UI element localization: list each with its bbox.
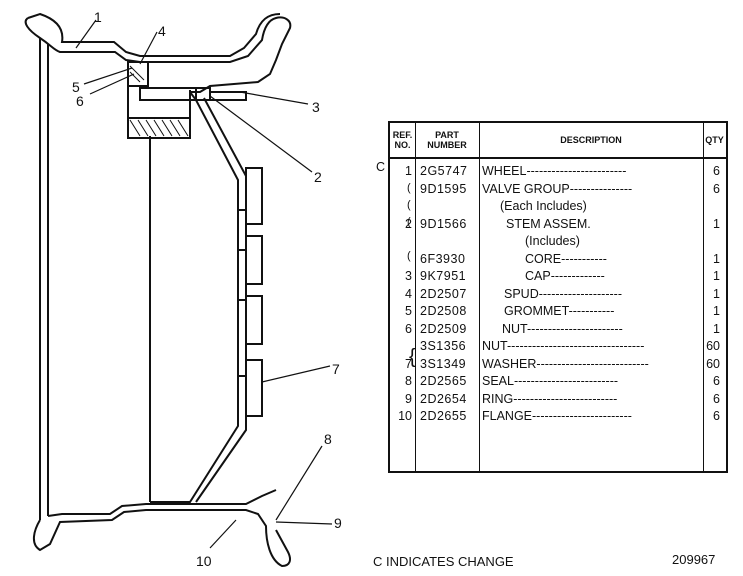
cell-part: 2G5747 bbox=[420, 164, 468, 178]
callout-1: 1 bbox=[94, 9, 102, 25]
change-indicator-c: C bbox=[376, 160, 386, 174]
cell-ref: 8 bbox=[405, 374, 412, 388]
cell-qty: 1 bbox=[713, 304, 720, 318]
callout-4: 4 bbox=[158, 23, 166, 39]
cell-part: 3S1349 bbox=[420, 356, 467, 371]
callout-5: 5 bbox=[72, 79, 80, 95]
cell-ref: 9 bbox=[405, 391, 412, 406]
callout-2: 2 bbox=[314, 169, 322, 185]
cell-desc: NUT----------------------- bbox=[502, 321, 623, 336]
cell-part: 2D2655 bbox=[420, 409, 467, 423]
cell-part: 9D1566 bbox=[420, 216, 467, 231]
cell-qty: 1 bbox=[713, 269, 720, 283]
table-row: 7 3S1349 WASHER---------------------------… bbox=[390, 356, 726, 374]
group-brace-2: (((( bbox=[407, 182, 411, 262]
cell-part: 6F3930 bbox=[420, 251, 466, 266]
table-row: 3S1356 NUT-------------------------------… bbox=[390, 338, 726, 356]
cell-desc: FLANGE------------------------ bbox=[482, 409, 632, 423]
header-ref-no: REF. NO. bbox=[390, 123, 415, 159]
cell-desc: CAP------------- bbox=[525, 269, 605, 283]
group-brace-7: { bbox=[409, 346, 416, 368]
cell-desc: CORE----------- bbox=[525, 251, 607, 266]
cell-desc: STEM ASSEM. bbox=[506, 216, 591, 231]
cell-desc: SPUD-------------------- bbox=[504, 286, 622, 301]
cell-desc: WHEEL------------------------ bbox=[482, 164, 627, 178]
cell-desc: WASHER--------------------------- bbox=[482, 356, 649, 371]
callout-10: 10 bbox=[196, 553, 212, 569]
cell-ref: 1 bbox=[405, 164, 412, 178]
cell-part: 3S1356 bbox=[420, 339, 467, 353]
cell-ref: 2 bbox=[405, 216, 412, 231]
cell-ref: 10 bbox=[398, 409, 412, 423]
cell-qty: 6 bbox=[713, 374, 720, 388]
table-row: 9 2D2654 RING------------------------- 6 bbox=[390, 391, 726, 409]
cell-ref: 5 bbox=[405, 304, 412, 318]
table-row: 2 9D1566 STEM ASSEM. 1 bbox=[390, 216, 726, 234]
table-row: 6 2D2509 NUT----------------------- 1 bbox=[390, 321, 726, 339]
table-row: 1 2G5747 WHEEL------------------------ 6 bbox=[390, 163, 726, 181]
rim-bottom-profile bbox=[33, 509, 291, 568]
cell-ref: 3 bbox=[405, 269, 412, 283]
callout-8: 8 bbox=[324, 431, 332, 447]
wheel-disc bbox=[149, 91, 239, 503]
cell-qty: 1 bbox=[713, 286, 720, 301]
cell-qty: 6 bbox=[713, 181, 720, 196]
header-part-number: PART NUMBER bbox=[415, 123, 479, 159]
rim-left-wall bbox=[39, 38, 49, 520]
cell-qty: 1 bbox=[713, 251, 720, 266]
cell-part: 2D2565 bbox=[420, 374, 467, 388]
cell-part: 9K7951 bbox=[420, 269, 467, 283]
cell-qty: 60 bbox=[706, 339, 720, 353]
cell-part: 2D2507 bbox=[420, 286, 467, 301]
cell-ref: 4 bbox=[405, 286, 412, 301]
cell-desc: (Includes) bbox=[525, 234, 580, 248]
cell-qty: 1 bbox=[713, 321, 720, 336]
cell-qty: 6 bbox=[713, 164, 720, 178]
rim-top-profile bbox=[24, 16, 292, 93]
cell-part: 9D1595 bbox=[420, 181, 467, 196]
cell-part: 2D2508 bbox=[420, 304, 467, 318]
cell-qty: 1 bbox=[713, 216, 720, 231]
callout-6: 6 bbox=[76, 93, 84, 109]
cell-part: 2D2509 bbox=[420, 321, 467, 336]
table-row: 8 2D2565 SEAL------------------------- 6 bbox=[390, 373, 726, 391]
header-qty: QTY bbox=[703, 123, 726, 159]
wheel-cross-section-diagram: 1 2 3 4 5 6 7 8 9 10 bbox=[24, 9, 342, 569]
callout-9: 9 bbox=[334, 515, 342, 531]
cell-qty: 6 bbox=[713, 409, 720, 423]
table-row: 3 9K7951 CAP------------- 1 bbox=[390, 268, 726, 286]
cell-desc: (Each Includes) bbox=[500, 199, 587, 213]
cell-ref: 7 bbox=[405, 356, 412, 371]
cell-part: 2D2654 bbox=[420, 391, 467, 406]
cell-ref: 6 bbox=[405, 321, 412, 336]
figure-number: 209967 bbox=[672, 552, 716, 567]
cell-desc: SEAL------------------------- bbox=[482, 374, 619, 388]
table-row: 4 2D2507 SPUD-------------------- 1 bbox=[390, 286, 726, 304]
header-description: DESCRIPTION bbox=[479, 123, 703, 159]
cell-desc: NUT--------------------------------- bbox=[482, 339, 645, 353]
table-row: (Each Includes) bbox=[390, 198, 726, 216]
change-legend: C INDICATES CHANGE bbox=[373, 554, 514, 569]
table-row: 9D1595 VALVE GROUP--------------- 6 bbox=[390, 181, 726, 199]
table-row: (Includes) bbox=[390, 233, 726, 251]
cell-desc: GROMMET----------- bbox=[504, 304, 615, 318]
callout-7: 7 bbox=[332, 361, 340, 377]
table-row: 6F3930 CORE----------- 1 bbox=[390, 251, 726, 269]
cell-qty: 60 bbox=[706, 356, 720, 371]
table-row: 10 2D2655 FLANGE------------------------ 6 bbox=[390, 408, 726, 426]
cell-desc: VALVE GROUP--------------- bbox=[482, 181, 633, 196]
cell-desc: RING------------------------- bbox=[482, 391, 618, 406]
callout-3: 3 bbox=[312, 99, 320, 115]
table-row: 5 2D2508 GROMMET----------- 1 bbox=[390, 303, 726, 321]
cell-qty: 6 bbox=[713, 391, 720, 406]
